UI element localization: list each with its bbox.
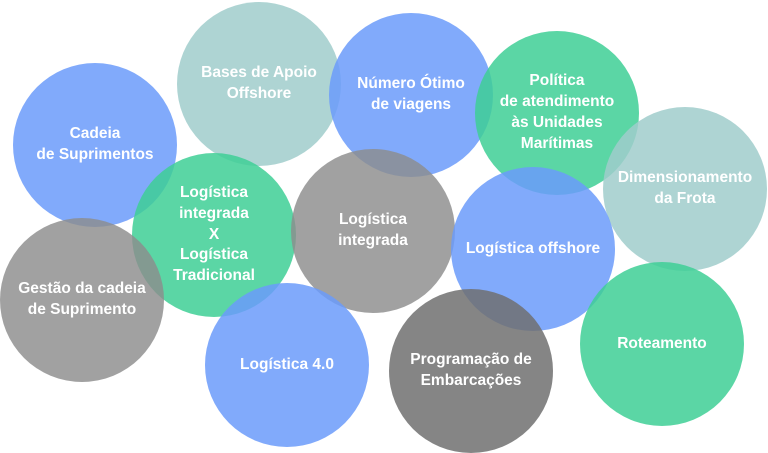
bubble-logistica-4-0: Logística 4.0 (205, 283, 369, 447)
bubble-programacao-embarcacoes: Programação de Embarcações (389, 289, 553, 453)
bubble-label: Roteamento (617, 334, 707, 352)
bubble-label: Dimensionamento da Frota (617, 169, 753, 207)
bubble-label: Número Ótimo de viagens (357, 75, 465, 113)
bubble-label: Cadeia de Suprimentos (36, 125, 154, 163)
bubble-label: Logística integrada (338, 211, 408, 249)
bubble-label: Logística 4.0 (240, 355, 334, 373)
bubble-bases-apoio-offshore: Bases de Apoio Offshore (177, 2, 341, 166)
bubble-label: Política de atendimento às Unidades Marí… (499, 72, 615, 152)
bubble-cadeia-suprimentos: Cadeia de Suprimentos (13, 63, 177, 227)
bubble-label: Programação de Embarcações (410, 351, 532, 389)
bubble-logistica-integrada: Logística integrada (291, 149, 455, 313)
bubble-label: Bases de Apoio Offshore (201, 64, 317, 102)
bubble-gestao-cadeia-suprimento: Gestão da cadeia de Suprimento (0, 218, 164, 382)
bubble-dimensionamento-frota: Dimensionamento da Frota (603, 107, 767, 271)
bubble-label: Logística integrada X Logística Tradicio… (173, 183, 255, 285)
bubble-label: Gestão da cadeia de Suprimento (18, 280, 146, 318)
bubble-roteamento: Roteamento (580, 262, 744, 426)
bubble-label: Logística offshore (465, 239, 601, 257)
